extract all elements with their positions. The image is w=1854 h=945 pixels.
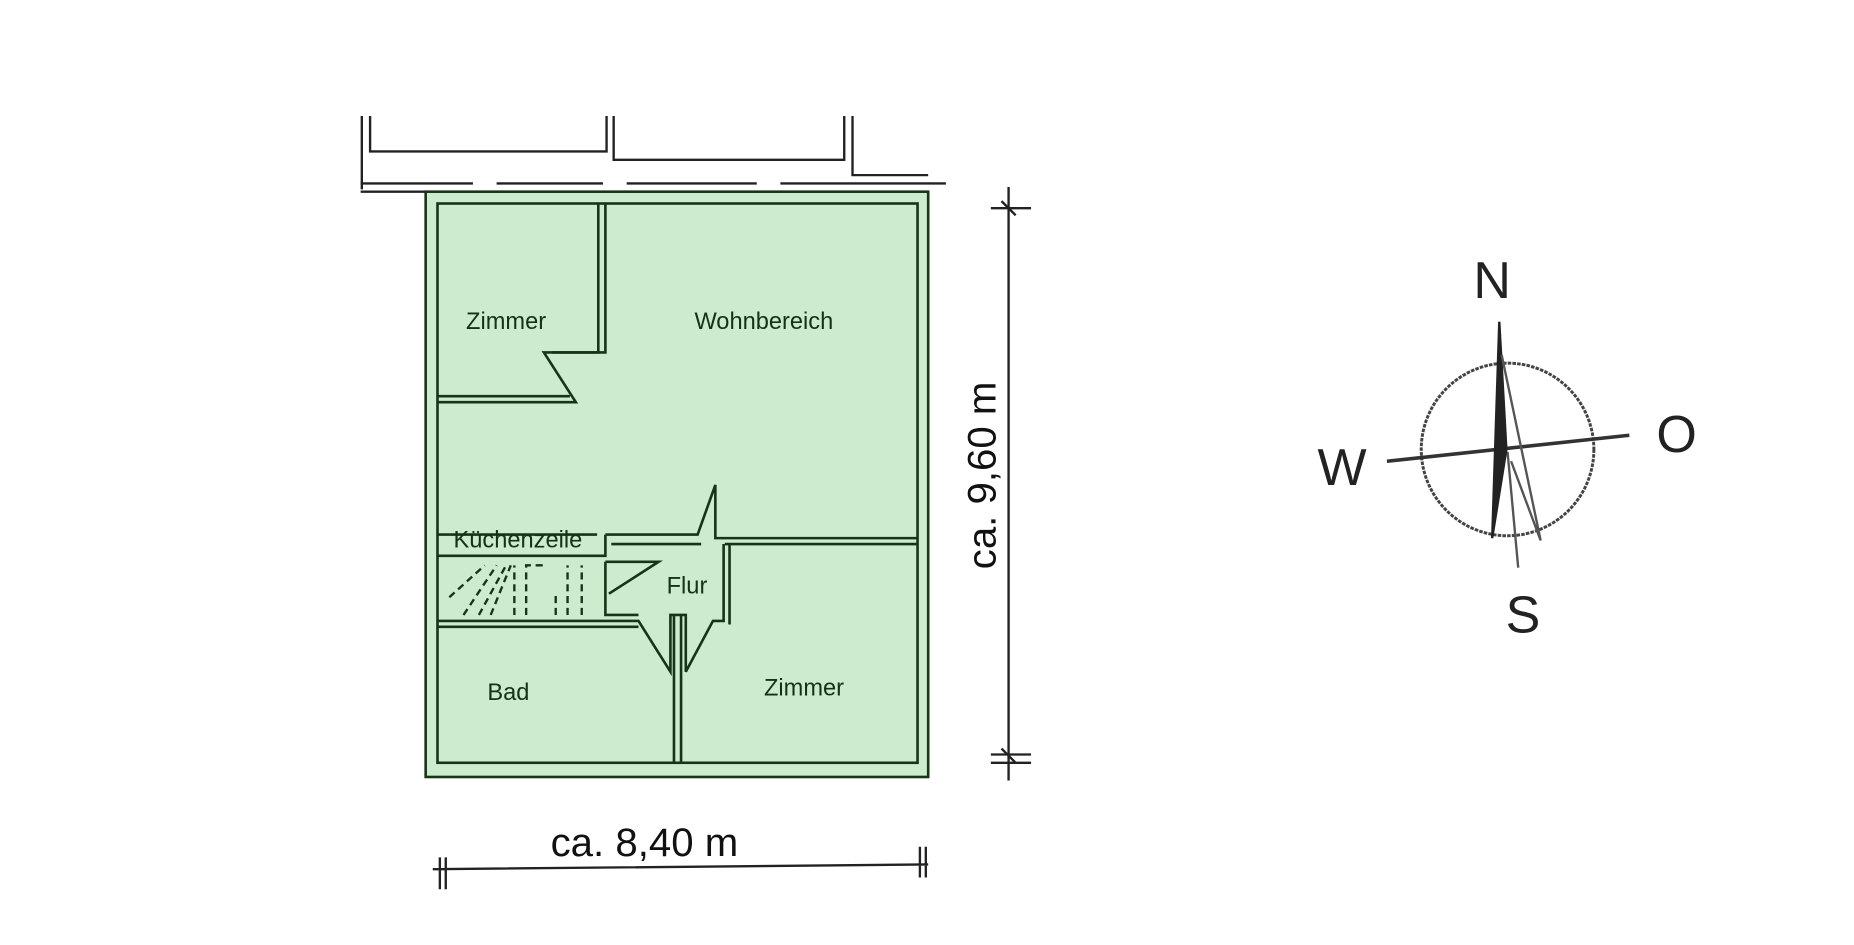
room-label-zimmer-bottom: Zimmer — [764, 675, 844, 701]
room-label-wohnbereich: Wohnbereich — [694, 309, 833, 335]
height-dimension-label: ca. 9,60 m — [960, 382, 1005, 570]
width-dimension-label: ca. 8,40 m — [551, 820, 739, 865]
room-label-kuechenzeile: Küchenzeile — [454, 528, 583, 554]
room-label-flur: Flur — [667, 574, 708, 600]
compass-east-label: O — [1656, 406, 1696, 464]
floor-area-fill — [425, 191, 929, 777]
compass-south-label: S — [1506, 587, 1541, 645]
compass-north-label: N — [1473, 252, 1511, 310]
room-label-bad: Bad — [487, 680, 529, 706]
compass-rose — [1386, 321, 1630, 568]
room-label-zimmer-top: Zimmer — [466, 309, 546, 335]
staircase — [448, 564, 583, 616]
adjacent-building-outline — [360, 116, 946, 193]
height-dimension-line — [990, 186, 1032, 781]
walls — [424, 190, 930, 779]
compass-west-label: W — [1317, 439, 1366, 497]
width-dimension-line — [432, 846, 929, 890]
